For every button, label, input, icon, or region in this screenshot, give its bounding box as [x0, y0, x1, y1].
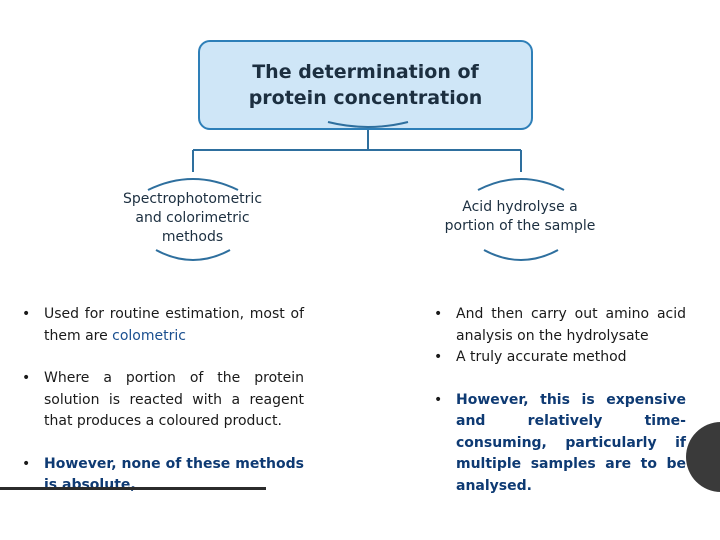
root-bottom-arc [327, 121, 409, 128]
list-item: • A truly accurate method [434, 347, 686, 369]
right-label-bottom-arc [483, 249, 559, 261]
list-item-text: However, this is expensive and relativel… [456, 391, 686, 494]
bullet-icon: • [22, 455, 31, 472]
root-title-line1: The determination of [252, 61, 479, 83]
list-item-text: And then carry out amino acid analysis o… [456, 306, 686, 344]
bullet-icon: • [22, 306, 31, 322]
list-item-text: Where a portion of the protein solution … [44, 370, 304, 429]
list-item-text: A truly accurate method [456, 349, 627, 365]
right-label-top-arc [477, 178, 565, 191]
right-bullet-list: • And then carry out amino acid analysis… [434, 304, 686, 497]
left-bullet-list: • Used for routine estimation, most of t… [22, 304, 304, 497]
list-item: • However, none of these methods is abso… [22, 454, 304, 497]
right-label-line2: portion of the sample [444, 218, 596, 234]
left-label-line1: Spectrophotometric [122, 191, 263, 207]
bullet-icon: • [22, 370, 31, 386]
bullet-icon: • [434, 306, 443, 322]
bullet-icon: • [434, 391, 443, 408]
list-item: • Used for routine estimation, most of t… [22, 304, 304, 347]
list-item: • However, this is expensive and relativ… [434, 390, 686, 498]
right-label-line1: Acid hydrolyse a [462, 199, 578, 215]
list-item-text: Used for routine estimation, most of the… [44, 306, 304, 344]
highlight-term: colometric [112, 327, 186, 344]
list-item: • Where a portion of the protein solutio… [22, 368, 304, 433]
right-branch-label: Acid hydrolyse a portion of the sample [420, 198, 620, 236]
bullet-icon: • [434, 349, 443, 365]
root-title: The determination of protein concentrati… [249, 59, 483, 111]
left-branch-label: Spectrophotometric and colorimetric meth… [100, 190, 285, 247]
root-node: The determination of protein concentrati… [198, 40, 533, 130]
list-item: • And then carry out amino acid analysis… [434, 304, 686, 347]
left-label-bottom-arc [155, 249, 231, 261]
left-label-line2: and colorimetric [135, 210, 250, 226]
left-label-top-arc [147, 178, 239, 191]
decorative-underline [0, 487, 266, 490]
left-label-line3: methods [161, 229, 224, 245]
root-title-line2: protein concentration [248, 87, 483, 109]
